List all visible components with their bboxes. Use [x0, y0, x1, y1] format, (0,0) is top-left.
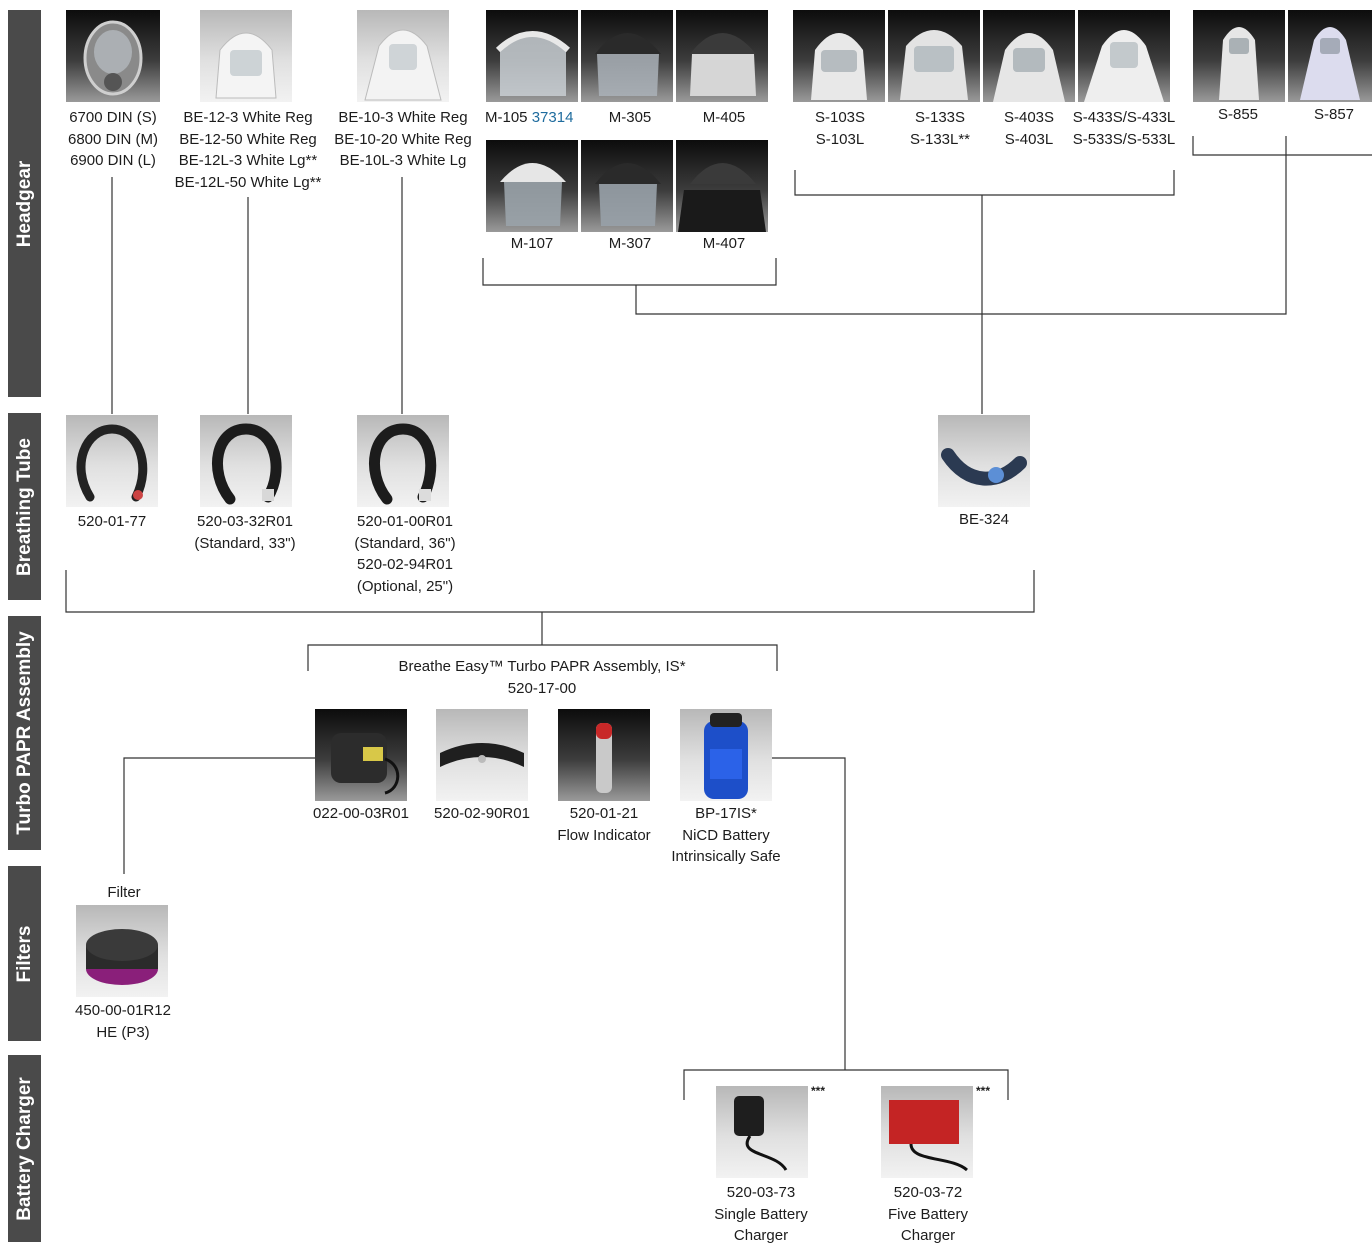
single-charger-image	[716, 1086, 808, 1178]
m105-link[interactable]: 37314	[531, 109, 574, 126]
blower-label: 022-00-03R01	[313, 805, 409, 822]
belt-label: 520-02-90R01	[434, 805, 530, 822]
single-charger-marker: ***	[811, 1084, 826, 1098]
tube-520-03-32r01-label: 520-03-32R01(Standard, 33")	[194, 513, 296, 552]
m305-faceshield-image	[581, 10, 673, 102]
m107-faceshield-image	[486, 140, 578, 232]
s857-hood-image	[1288, 10, 1372, 102]
s403-hood-image	[983, 10, 1075, 102]
s857-label: S-857	[1313, 106, 1355, 123]
m405-faceshield-image	[676, 10, 768, 102]
m405-label: M-405	[702, 109, 746, 126]
tube-520-01-77-image	[66, 415, 158, 507]
m105-faceshield-image	[486, 10, 578, 102]
battery-image	[680, 709, 772, 801]
tube-be-324-label: BE-324	[958, 511, 1010, 528]
fullface-respirator-image	[66, 10, 160, 102]
m305-label: M-305	[608, 109, 652, 126]
s103-hood-image	[793, 10, 885, 102]
five-charger-marker: ***	[976, 1084, 991, 1098]
section-headgear: Headgear	[8, 10, 41, 397]
blower-image	[315, 709, 407, 801]
s855-hood-image	[1193, 10, 1285, 102]
tube-be-324-image	[938, 415, 1030, 507]
belt-image	[436, 709, 528, 801]
filter-heading: Filter	[107, 884, 141, 901]
m307-label: M-307	[608, 235, 652, 252]
section-breathing-tube: Breathing Tube	[8, 413, 41, 600]
five-charger-image	[881, 1086, 973, 1178]
filter-image	[76, 905, 168, 997]
tube-520-01-00r01-image	[357, 415, 449, 507]
m307-faceshield-image	[581, 140, 673, 232]
tube-520-03-32r01-image	[200, 415, 292, 507]
m105-label: M-105 37314	[485, 109, 574, 126]
m107-label: M-107	[510, 235, 554, 252]
section-turbo-papr: Turbo PAPR Assembly	[8, 616, 41, 850]
s855-label: S-855	[1217, 106, 1259, 123]
tube-520-01-77-label: 520-01-77	[77, 513, 147, 530]
m407-label: M-407	[702, 235, 746, 252]
section-battery-charger: Battery Charger	[8, 1055, 41, 1242]
s133-hood-image	[888, 10, 980, 102]
assembly-title: Breathe Easy™ Turbo PAPR Assembly, IS*52…	[398, 658, 686, 697]
tube-520-01-00r01-label: 520-01-00R01(Standard, 36")520-02-94R01(…	[354, 513, 456, 595]
s433-hood-image	[1078, 10, 1170, 102]
section-filters: Filters	[8, 866, 41, 1041]
be10-hood-image	[357, 10, 449, 102]
be12-hood-image	[200, 10, 292, 102]
flow-indicator-image	[558, 709, 650, 801]
fullface-label: 6700 DIN (S)6800 DIN (M)6900 DIN (L)	[67, 109, 159, 169]
m407-faceshield-image	[676, 140, 768, 232]
